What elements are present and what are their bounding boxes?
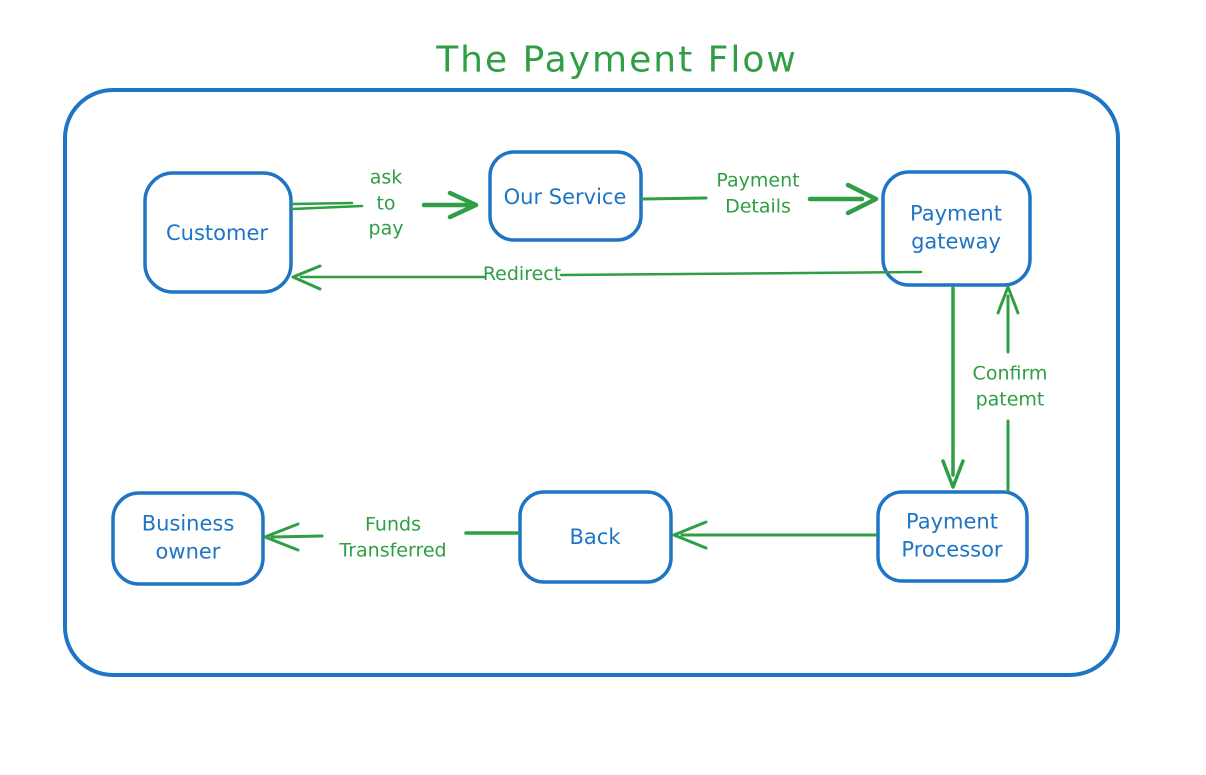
node-label-business-owner: Business owner — [141, 511, 235, 564]
node-label-back: Back — [569, 524, 621, 549]
arrow-gateway-to-processor — [941, 286, 965, 489]
edge-label-funds-transferred: Funds Transferred — [339, 513, 447, 561]
node-label-our-service: Our Service — [503, 184, 627, 209]
node-box-our-service — [488, 150, 643, 242]
arrow-processor-to-gateway — [996, 285, 1020, 493]
node-box-customer — [143, 171, 293, 294]
arrow-processor-to-back — [672, 520, 878, 550]
node-label-payment-gateway: Payment gateway — [910, 201, 1002, 254]
edge-label-payment-details: Payment Details — [716, 169, 800, 217]
node-box-payment-processor — [876, 490, 1029, 583]
node-box-payment-gateway — [881, 170, 1032, 287]
node-box-business-owner — [111, 491, 265, 586]
arrow-back-to-business-owner — [263, 522, 520, 552]
edge-label-ask-to-pay: ask to pay — [368, 166, 404, 240]
node-label-customer: Customer — [165, 220, 269, 245]
diagram-title: The Payment Flow — [436, 39, 798, 81]
node-box-back — [518, 490, 673, 584]
node-label-payment-processor: Payment Processor — [901, 509, 1003, 562]
arrow-customer-to-our-service — [290, 190, 479, 220]
flow-container-box — [63, 88, 1120, 677]
edge-label-confirm-payment: Confirm patemt — [972, 362, 1048, 410]
arrow-gateway-to-customer — [291, 264, 923, 291]
arrow-our-service-to-gateway — [640, 182, 879, 216]
edge-label-redirect: Redirect — [482, 263, 562, 286]
